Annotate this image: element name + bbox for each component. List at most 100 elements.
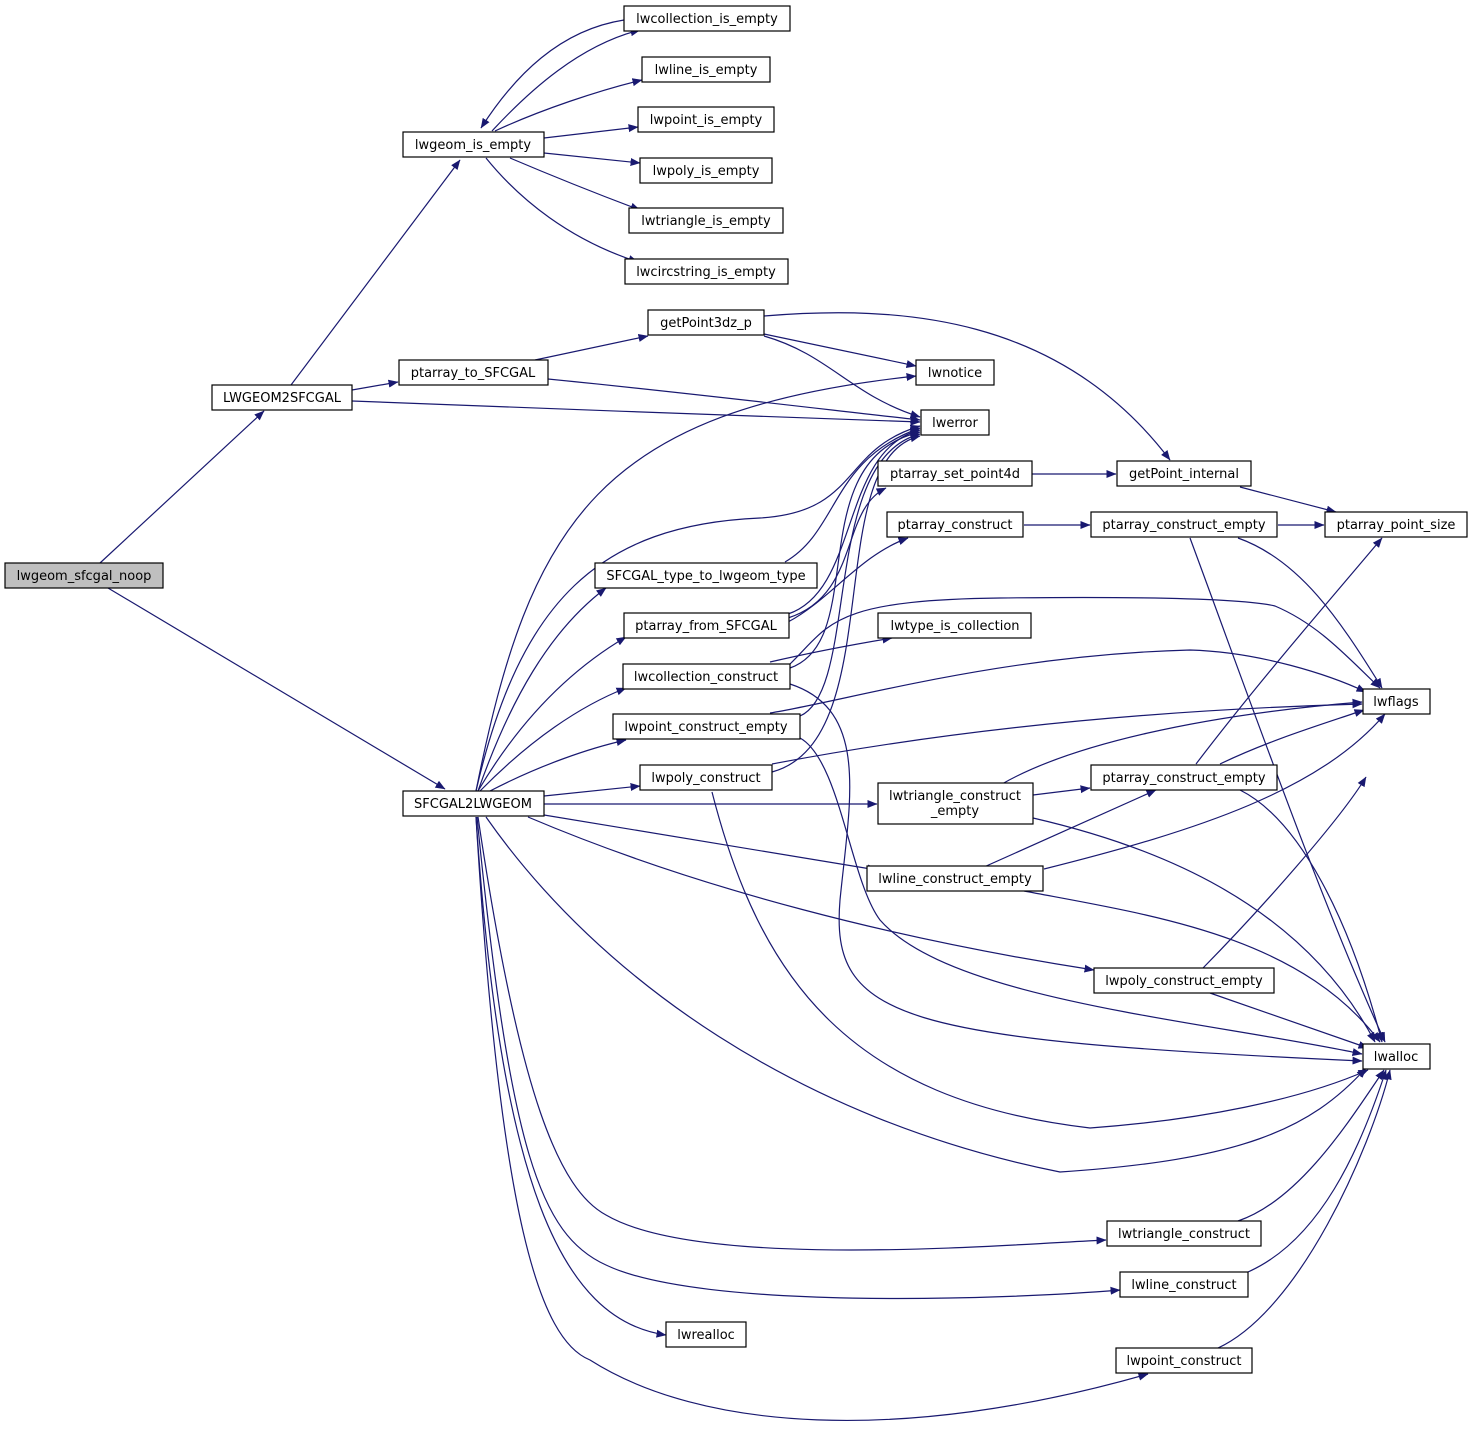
edge-triangle-construct-to-lwalloc — [1237, 1069, 1385, 1222]
node-label: ptarray_construct_empty — [1102, 518, 1265, 533]
edge-getpoint-internal-to-point-size — [1239, 486, 1337, 514]
edge-construct-empty-to-lwflags — [1237, 537, 1383, 689]
edge-lwgeom2sfcgal-to-ptarray-to-sfcgal — [351, 379, 399, 391]
edge-line-construct-empty-to-lwalloc — [1023, 890, 1381, 1043]
edge-lwgeom2sfcgal-to-lwerror — [351, 400, 921, 426]
node-lwcollection-construct[interactable]: lwcollection_construct — [622, 663, 791, 690]
edge-ptarray-to-sfcgal-to-getpoint3dz — [534, 334, 649, 361]
edge-is-empty-to-triangle-is-empty — [509, 157, 641, 211]
edge-is-empty-to-circstring-is-empty — [485, 157, 639, 263]
edge-sfcgal2lwgeom-to-lwalloc — [485, 816, 1367, 1173]
edge-poly-construct-empty-to-lwalloc — [1209, 992, 1369, 1049]
edge-ptarray-from-sfcgal-to-ptarray-construct — [787, 537, 909, 623]
node-label: lwpoly_construct — [651, 771, 760, 786]
node-lwtriangle-construct[interactable]: lwtriangle_construct — [1106, 1220, 1262, 1247]
node-ptarray-point-size[interactable]: ptarray_point_size — [1324, 511, 1468, 538]
edge-getpoint3dz-to-getpoint-internal — [763, 312, 1171, 461]
node-getpoint3dz-p[interactable]: getPoint3dz_p — [647, 309, 765, 336]
edge-sfcgal2lwgeom-to-lwerror — [475, 424, 921, 792]
node-label: lwtriangle_construct — [889, 789, 1021, 804]
node-lwerror[interactable]: lwerror — [920, 409, 990, 436]
node-ptarray-set-point4d[interactable]: ptarray_set_point4d — [877, 460, 1033, 487]
node-label: getPoint3dz_p — [660, 316, 752, 331]
edge-sfcgal2lwgeom-to-point-construct — [475, 816, 1149, 1422]
edge-poly-construct-to-lwerror — [771, 434, 921, 773]
edge-sfcgal2lwgeom-to-triangle-construct — [477, 816, 1107, 1251]
node-lwpoint-is-empty[interactable]: lwpoint_is_empty — [637, 106, 775, 133]
node-label: ptarray_construct — [898, 518, 1013, 533]
edge-construct-empty-to-lwalloc — [1189, 537, 1386, 1043]
node-lwtype-is-collection[interactable]: lwtype_is_collection — [877, 612, 1032, 639]
node-label: lwline_is_empty — [655, 63, 758, 78]
node-label: lwtriangle_is_empty — [641, 214, 771, 229]
edge-type-to-lwgeom-to-lwerror — [784, 427, 921, 563]
node-label: SFCGAL_type_to_lwgeom_type — [606, 569, 805, 584]
node-label: lwtriangle_construct — [1118, 1227, 1250, 1242]
node-ptarray-construct-empty-mid[interactable]: ptarray_construct_empty — [1090, 764, 1278, 791]
node-sfcgal-type-to-lwgeom-type[interactable]: SFCGAL_type_to_lwgeom_type — [594, 562, 818, 589]
edge-ptarray-from-sfcgal-to-set-point4d — [787, 487, 887, 619]
node-lwgeom-is-empty[interactable]: lwgeom_is_empty — [402, 131, 545, 158]
node-label: lwpoint_is_empty — [650, 113, 763, 128]
edge-is-empty-to-collection-is-empty — [491, 28, 641, 132]
node-label: lwgeom_is_empty — [415, 138, 532, 153]
node-ptarray-to-sfcgal[interactable]: ptarray_to_SFCGAL — [398, 359, 549, 386]
edge-poly-construct-to-lwalloc — [711, 791, 1369, 1129]
node-sfcgal2lwgeom[interactable]: SFCGAL2LWGEOM — [402, 790, 545, 817]
node-label: lwpoint_construct_empty — [624, 720, 787, 735]
node-lwline-construct[interactable]: lwline_construct — [1119, 1271, 1249, 1298]
node-lwrealloc[interactable]: lwrealloc — [665, 1321, 747, 1348]
node-label: lwpoint_construct — [1127, 1354, 1242, 1369]
edge-is-empty-to-collection-is-empty-back — [480, 19, 625, 129]
node-label: lwflags — [1373, 695, 1419, 710]
edge-sfcgal2lwgeom-to-line-construct-empty — [543, 814, 878, 873]
edge-sfcgal2lwgeom-to-type-to-lwgeom — [477, 587, 607, 792]
nodes: lwgeom_sfcgal_noop LWGEOM2SFCGAL SFCGAL2… — [4, 5, 1468, 1374]
node-label: ptarray_set_point4d — [890, 467, 1020, 482]
edge-is-empty-to-point-is-empty — [543, 124, 639, 139]
edge-is-empty-to-poly-is-empty — [543, 152, 641, 166]
node-ptarray-from-sfcgal[interactable]: ptarray_from_SFCGAL — [623, 612, 790, 639]
node-lwgeom2sfcgal[interactable]: LWGEOM2SFCGAL — [211, 384, 353, 411]
node-lwpoint-construct[interactable]: lwpoint_construct — [1115, 1347, 1253, 1374]
node-lwpoly-construct[interactable]: lwpoly_construct — [639, 764, 773, 791]
edge-getpoint3dz-to-lwerror — [763, 335, 921, 418]
node-lwalloc[interactable]: lwalloc — [1362, 1043, 1431, 1070]
node-lwflags[interactable]: lwflags — [1362, 688, 1431, 715]
node-lwtriangle-construct-empty[interactable]: lwtriangle_construct _empty — [877, 782, 1034, 825]
node-lwpoly-construct-empty[interactable]: lwpoly_construct_empty — [1093, 967, 1275, 994]
node-lwnotice[interactable]: lwnotice — [915, 359, 995, 386]
node-lwline-construct-empty[interactable]: lwline_construct_empty — [866, 865, 1044, 892]
edge-sfcgal2lwgeom-to-point-construct-empty — [489, 738, 627, 792]
node-lwcollection-is-empty[interactable]: lwcollection_is_empty — [623, 5, 791, 32]
edge-is-empty-to-line-is-empty — [494, 78, 643, 132]
node-label: lwcollection_construct — [634, 670, 778, 685]
node-label: lwgeom_sfcgal_noop — [17, 569, 152, 584]
node-label: lwtype_is_collection — [890, 619, 1019, 634]
node-getpoint-internal[interactable]: getPoint_internal — [1116, 460, 1252, 487]
edge-collection-construct-to-lwflags — [789, 596, 1381, 689]
node-lwcircstring-is-empty[interactable]: lwcircstring_is_empty — [624, 258, 789, 285]
edge-construct-empty2-to-lwalloc — [1239, 789, 1384, 1043]
edge-point-construct-to-lwalloc — [1217, 1069, 1392, 1349]
edges — [99, 19, 1392, 1422]
node-label: lwcircstring_is_empty — [636, 265, 776, 280]
node-lwtriangle-is-empty[interactable]: lwtriangle_is_empty — [628, 207, 784, 234]
node-lwline-is-empty[interactable]: lwline_is_empty — [641, 56, 771, 83]
node-lwgeom-sfcgal-noop[interactable]: lwgeom_sfcgal_noop — [4, 562, 164, 589]
edge-noop-to-sfcgal2lwgeom — [107, 587, 446, 790]
node-label: lwalloc — [1374, 1050, 1419, 1065]
node-lwpoint-construct-empty[interactable]: lwpoint_construct_empty — [612, 713, 801, 740]
node-lwpoly-is-empty[interactable]: lwpoly_is_empty — [639, 157, 773, 184]
edge-triangle-construct-empty-to-lwalloc — [1032, 817, 1376, 1043]
edge-sfcgal2lwgeom-to-lwnotice — [475, 373, 917, 792]
node-label: ptarray_construct_empty — [1102, 771, 1265, 786]
edge-construct-empty2-to-point-size — [1195, 537, 1383, 765]
edge-sfcgal2lwgeom-to-poly-construct — [543, 783, 641, 797]
edge-sfcgal2lwgeom-to-line-construct — [476, 816, 1121, 1300]
node-label: lwrealloc — [677, 1328, 735, 1343]
node-ptarray-construct-empty-top[interactable]: ptarray_construct_empty — [1090, 511, 1278, 538]
edge-collection-construct-to-type-is-collection — [769, 635, 893, 663]
node-ptarray-construct[interactable]: ptarray_construct — [886, 511, 1024, 538]
edge-collection-construct-to-lwalloc — [789, 683, 1363, 1065]
